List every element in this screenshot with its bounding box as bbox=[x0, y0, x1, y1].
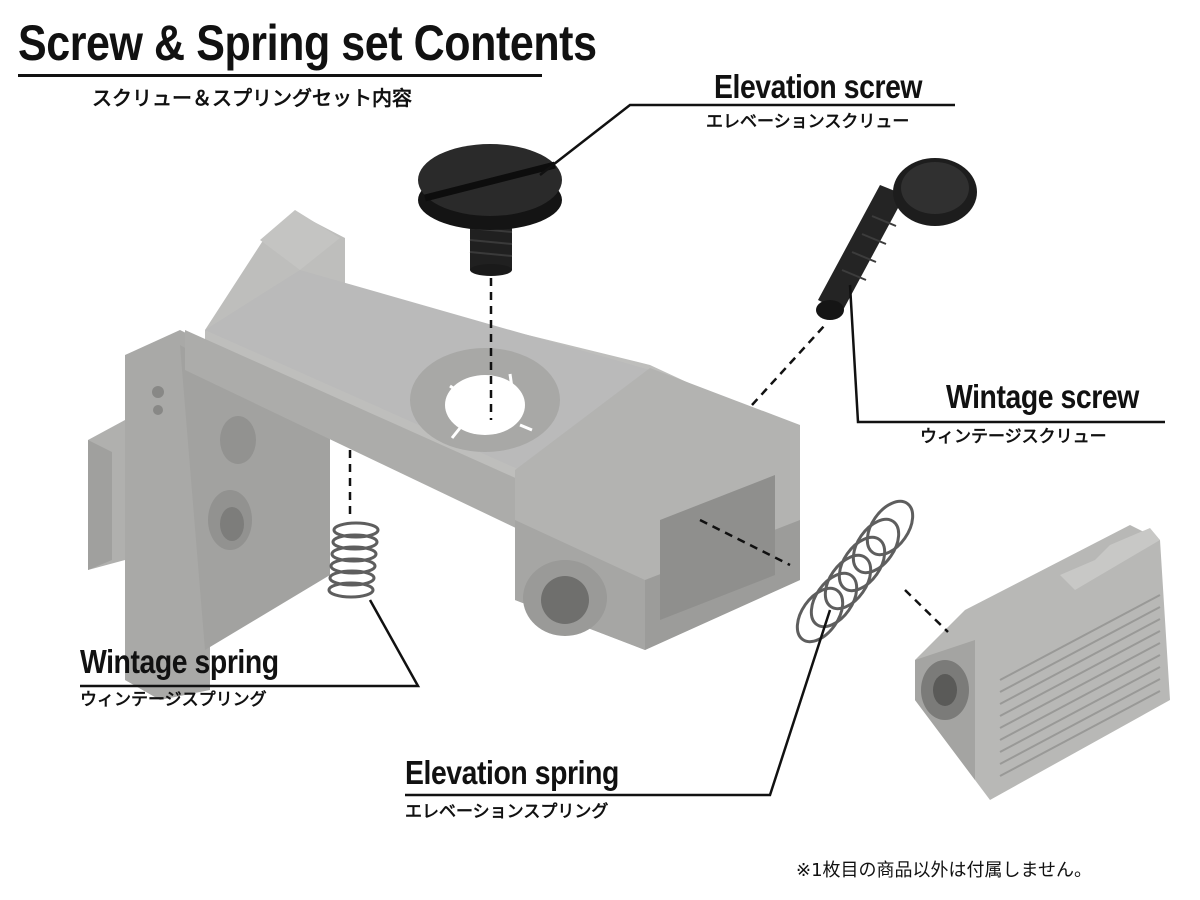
wintage-screw bbox=[816, 158, 977, 320]
rear-sight-blade bbox=[915, 525, 1170, 800]
footnote: ※1枚目の商品以外は付属しません。 bbox=[796, 860, 1092, 881]
leader-lines bbox=[80, 103, 1165, 797]
elevation-screw-label: Elevation screw bbox=[714, 68, 923, 105]
elevation-screw bbox=[418, 144, 562, 276]
wintage-spring-drawing bbox=[327, 521, 380, 599]
elevation-spring-label: Elevation spring bbox=[405, 754, 619, 791]
wintage-screw-label-jp: ウィンテージスクリュー bbox=[920, 427, 1107, 447]
wintage-spring-label: Wintage spring bbox=[80, 643, 279, 680]
wintage-screw-label: Wintage screw bbox=[946, 378, 1139, 415]
elevation-spring-label-jp: エレベーションスプリング bbox=[405, 802, 609, 822]
elevation-screw-label-jp: エレベーションスクリュー bbox=[706, 112, 910, 132]
elevation-spring-drawing bbox=[795, 499, 915, 644]
page-title: Screw & Spring set Contents bbox=[18, 15, 597, 71]
sight-housing bbox=[88, 210, 800, 700]
assembly-guides bbox=[348, 278, 949, 633]
page-subtitle: スクリュー＆スプリングセット内容 bbox=[92, 86, 412, 110]
title-underline bbox=[18, 74, 542, 77]
wintage-spring-label-jp: ウィンテージスプリング bbox=[80, 690, 267, 710]
